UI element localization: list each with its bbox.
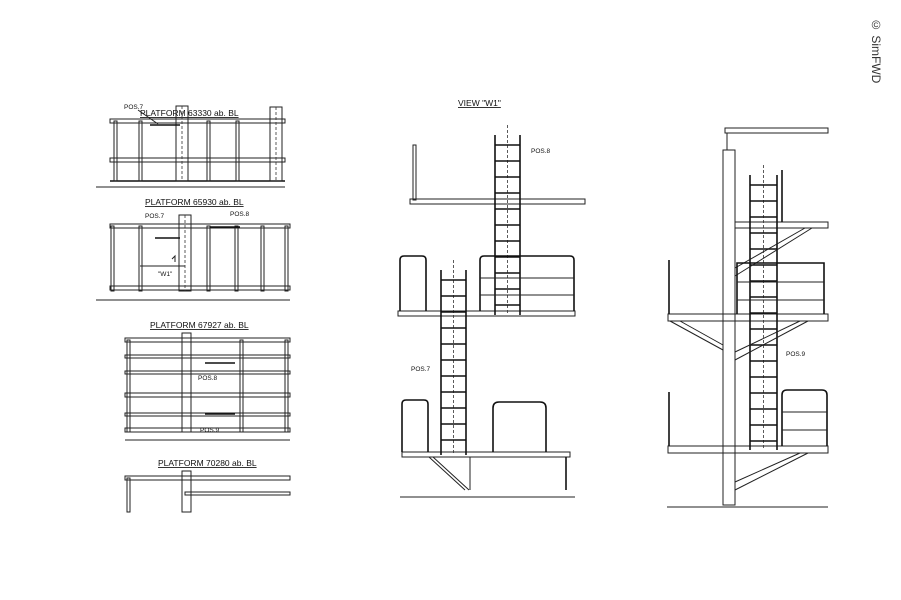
side-elevation-view: POS.9 [667, 127, 829, 508]
lower-platform [401, 451, 571, 458]
top-beam [724, 127, 829, 134]
pos-label: POS.7 [124, 104, 144, 111]
pos-label: POS.9 [200, 427, 220, 434]
main-column [722, 149, 736, 506]
platform-67927-view: PLATFORM 67927 ab. BL POS.8 POS.9 [124, 320, 291, 441]
view-marker-label: "W1" [158, 271, 173, 278]
middle-platform [667, 313, 829, 322]
handrail [781, 389, 828, 446]
view-title: PLATFORM 70280 ab. BL [158, 458, 257, 468]
upper-platform [734, 221, 829, 229]
middle-platform [397, 310, 576, 317]
handrail [399, 255, 427, 311]
pos-label: POS.7 [145, 213, 165, 220]
pos-label: POS.9 [786, 351, 806, 358]
ladder-pos-7 [440, 260, 467, 455]
view-title: PLATFORM 63330 ab. BL [140, 108, 239, 118]
lower-platform [667, 445, 829, 454]
columns [113, 105, 283, 182]
ladder-pos-8 [494, 125, 521, 315]
top-beam [109, 118, 286, 124]
ladder-pos-9 [749, 165, 778, 450]
platform-70280-view: PLATFORM 70280 ab. BL [124, 458, 291, 513]
platform-63330-view: PLATFORM 63330 ab. BL POS.7 [96, 104, 286, 188]
handrail [479, 255, 575, 311]
copyright-watermark: © SimFWD [869, 18, 883, 84]
view-title: PLATFORM 67927 ab. BL [150, 320, 249, 330]
upper-platform [409, 198, 586, 205]
handrail [492, 401, 547, 452]
pos-label: POS.8 [230, 211, 250, 218]
mid-beam [109, 157, 286, 163]
view-w1: VIEW "W1" POS.8 POS.7 [397, 98, 586, 498]
platform-65930-view: PLATFORM 65930 ab. BL POS.7 POS.8 "W1" [96, 197, 291, 301]
handrail [401, 399, 429, 452]
view-title: VIEW "W1" [458, 98, 501, 108]
pos-label: POS.8 [198, 375, 218, 382]
pos-label: POS.7 [411, 366, 431, 373]
handrail [736, 262, 825, 314]
pos-label: POS.8 [531, 148, 551, 155]
view-title: PLATFORM 65930 ab. BL [145, 197, 244, 207]
